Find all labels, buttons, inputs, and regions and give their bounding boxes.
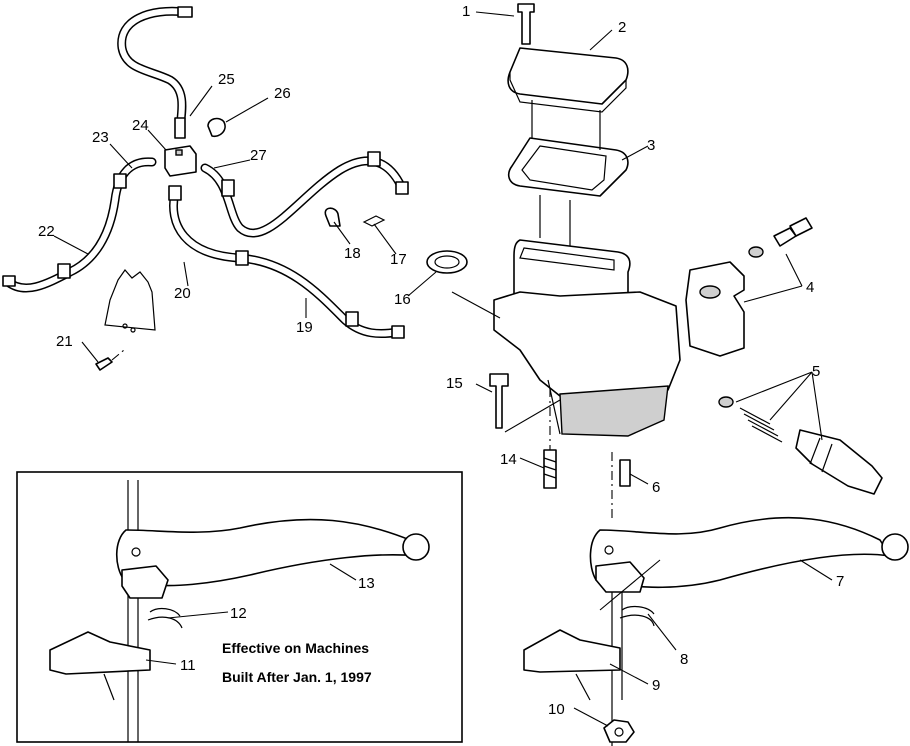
callout-numbers: 1 2 3 4 5 6 7 8 9 10 11 12 13 14 15 16 1… xyxy=(38,3,844,718)
leader-lines xyxy=(53,11,833,727)
callout-9: 9 xyxy=(652,677,660,694)
callout-17: 17 xyxy=(390,251,407,268)
callout-12: 12 xyxy=(230,605,247,622)
callout-15: 15 xyxy=(446,375,463,392)
callout-19: 19 xyxy=(296,319,313,336)
callout-18: 18 xyxy=(344,245,361,262)
callout-2: 2 xyxy=(618,19,626,36)
master-cylinder-assembly xyxy=(426,3,883,520)
callout-4: 4 xyxy=(806,279,814,296)
inset-note: Effective on Machines Built After Jan. 1… xyxy=(222,640,372,685)
callout-13: 13 xyxy=(358,575,375,592)
callout-16: 16 xyxy=(394,291,411,308)
callout-27: 27 xyxy=(250,147,267,164)
lever-assembly-right xyxy=(523,516,909,746)
callout-10: 10 xyxy=(548,701,565,718)
callout-14: 14 xyxy=(500,451,517,468)
callout-23: 23 xyxy=(92,129,109,146)
callout-22: 22 xyxy=(38,223,55,240)
callout-7: 7 xyxy=(836,573,844,590)
callout-25: 25 xyxy=(218,71,235,88)
callout-1: 1 xyxy=(462,3,470,20)
callout-20: 20 xyxy=(174,285,191,302)
inset-box xyxy=(16,471,463,743)
callout-11: 11 xyxy=(180,657,196,674)
callout-26: 26 xyxy=(274,85,291,102)
callout-24: 24 xyxy=(132,117,149,134)
note-line-1: Effective on Machines xyxy=(222,640,369,656)
brake-hose-assembly xyxy=(2,6,409,371)
callout-8: 8 xyxy=(680,651,688,668)
callout-6: 6 xyxy=(652,479,660,496)
callout-21: 21 xyxy=(56,333,73,350)
callout-5: 5 xyxy=(812,363,820,380)
note-line-2: Built After Jan. 1, 1997 xyxy=(222,669,372,685)
callout-3: 3 xyxy=(647,137,655,154)
